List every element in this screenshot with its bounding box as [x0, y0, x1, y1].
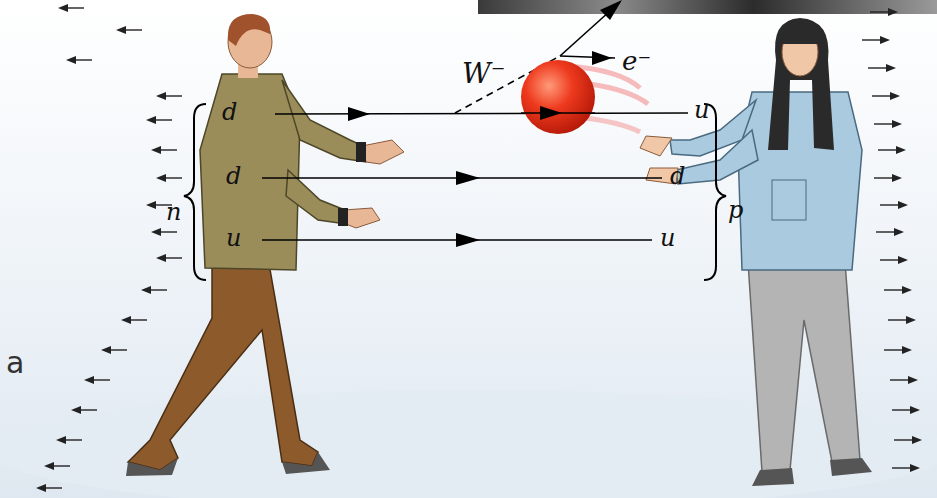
wind-arrow-right	[880, 256, 908, 264]
wind-arrow-right	[878, 146, 906, 154]
woman-figure	[640, 18, 872, 486]
wind-arrow-right	[874, 120, 902, 128]
photo-strip	[478, 0, 937, 14]
quark-label: d	[226, 164, 241, 188]
wind-arrows	[36, 4, 922, 492]
quark-label: u	[694, 98, 709, 122]
wind-arrow-left	[84, 376, 110, 384]
wind-arrow-left	[156, 92, 182, 100]
man-figure	[126, 14, 404, 476]
wind-arrow-right	[872, 92, 900, 100]
wind-arrow-right	[862, 36, 890, 44]
wind-arrow-left	[156, 254, 182, 262]
wind-arrow-right	[894, 436, 922, 444]
wind-arrow-right	[888, 316, 916, 324]
wind-arrow-right	[892, 406, 920, 414]
wind-arrow-left	[156, 174, 182, 182]
wind-arrow-right	[874, 174, 902, 182]
wind-arrow-right	[884, 286, 912, 294]
nucleon-label: n	[166, 200, 181, 224]
quark-label: u	[226, 226, 241, 250]
wind-arrow-left	[44, 462, 70, 470]
quark-lines	[262, 0, 688, 247]
wind-arrow-left	[36, 484, 62, 492]
wind-arrow-right	[870, 8, 898, 16]
fragment-text: a	[6, 348, 24, 378]
wind-arrow-right	[884, 346, 912, 354]
wind-arrow-left	[66, 56, 92, 64]
right-brace	[704, 104, 726, 280]
wind-arrow-left	[56, 436, 82, 444]
wind-arrow-left	[151, 228, 177, 236]
wind-arrow-right	[892, 464, 920, 472]
particle-label: e⁻	[622, 48, 651, 74]
wind-arrow-right	[876, 228, 904, 236]
wind-arrow-right	[890, 376, 918, 384]
wind-arrow-left	[121, 316, 147, 324]
wind-arrow-left	[58, 4, 84, 12]
wind-arrow-left	[141, 286, 167, 294]
wind-arrow-left	[151, 146, 177, 154]
nucleon-label: p	[728, 198, 743, 222]
quark-label: d	[222, 100, 237, 124]
quark-label: u	[660, 226, 675, 250]
wind-arrow-right	[880, 201, 908, 209]
boson-label: W⁻	[462, 60, 506, 88]
wind-arrow-left	[146, 116, 172, 124]
wind-arrow-left	[71, 406, 97, 414]
wind-arrow-right	[868, 64, 896, 72]
wind-arrow-left	[116, 26, 142, 34]
wind-arrow-left	[101, 346, 127, 354]
left-brace	[184, 104, 206, 280]
quark-label: d	[670, 164, 685, 188]
